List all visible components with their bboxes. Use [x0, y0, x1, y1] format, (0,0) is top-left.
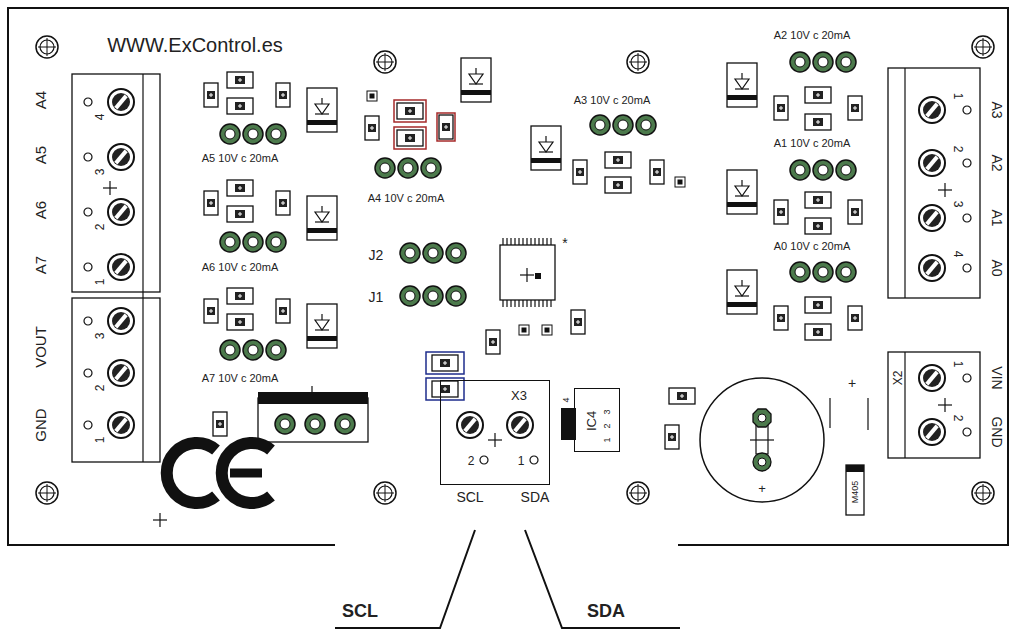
- callout-label: SCL: [342, 602, 378, 620]
- pin-number: 2: [952, 415, 964, 422]
- jumper-label: A5 10V c 20mA: [202, 153, 278, 164]
- terminal-label: A0: [990, 259, 1004, 276]
- jumper-label: A6 10V c 20mA: [202, 262, 278, 273]
- center-channel-a4: [365, 58, 491, 178]
- brand-url: WWW.ExControl.es: [107, 35, 283, 55]
- signal-label: SCL: [456, 490, 483, 504]
- terminal-label: A5: [33, 146, 48, 164]
- pin-number: 4: [952, 251, 964, 258]
- pin-number: 3: [603, 409, 612, 414]
- regulator-outline: IC4: [574, 388, 620, 452]
- capacitor: [700, 378, 868, 502]
- right-input-channels: [727, 52, 862, 340]
- pin-number: 1: [94, 437, 106, 444]
- pin-number: 2: [94, 224, 106, 231]
- pin-number: 1: [952, 93, 964, 100]
- pin-number: 2: [952, 146, 964, 153]
- pin-number: 3: [94, 333, 106, 340]
- ic-marker: *: [562, 236, 567, 250]
- polarity-mark: +: [848, 376, 856, 390]
- signal-label: SDA: [521, 490, 550, 504]
- terminal-label: A2: [990, 154, 1004, 171]
- terminal-label: A1: [990, 209, 1004, 226]
- center-channel-a3: [531, 115, 685, 193]
- terminal-label: VOUT: [33, 326, 48, 368]
- terminal-label: A6: [33, 201, 48, 219]
- jumper-label: A1 10V c 20mA: [774, 138, 850, 149]
- jumper-label: A3 10V c 20mA: [574, 95, 650, 106]
- pin-number: 2: [468, 455, 475, 467]
- terminal-connector: X3 2 1: [440, 380, 550, 485]
- output-transistor: [213, 386, 368, 442]
- header-label: X2: [892, 371, 904, 386]
- pin-number: 3: [94, 169, 106, 176]
- callout-label: SDA: [587, 602, 625, 620]
- pin-number: 4: [94, 114, 106, 121]
- component-label: IC4: [585, 411, 598, 431]
- terminal-label: VIN: [990, 366, 1004, 389]
- jumper-label: A0 10V c 20mA: [774, 241, 850, 252]
- board-outline: [8, 8, 1008, 545]
- terminal-label: A7: [33, 256, 48, 274]
- i2c-pullups: [426, 352, 464, 400]
- callout-leaders: [335, 530, 680, 628]
- jumpers: [400, 243, 466, 306]
- jumper-label: A7 10V c 20mA: [202, 373, 278, 384]
- protection-diode: [846, 465, 864, 515]
- left-input-channels: [204, 72, 337, 360]
- header-label: J2: [369, 248, 384, 262]
- part-number: M405: [851, 481, 860, 504]
- pin-number: 2: [94, 385, 106, 392]
- terminal-label: GND: [33, 408, 48, 441]
- jumper-label: A4 10V c 20mA: [368, 193, 444, 204]
- pin-number: 1: [94, 279, 106, 286]
- terminal-label: GND: [990, 416, 1004, 447]
- ce-mark: [153, 443, 271, 527]
- voltage-regulator: [561, 388, 695, 449]
- pin-number: 2: [603, 423, 612, 428]
- adc-chip: [486, 238, 585, 354]
- jumper-label: A2 10V c 20mA: [774, 30, 850, 41]
- pin-number: 1: [518, 455, 525, 467]
- polarity-mark: +: [758, 482, 766, 495]
- header-label: J1: [369, 290, 384, 304]
- pin-number: 3: [952, 201, 964, 208]
- left-terminal-block: [72, 74, 160, 462]
- terminal-label: A4: [33, 91, 48, 109]
- pin-number: 1: [952, 361, 964, 368]
- connector-label: X3: [511, 389, 527, 402]
- mounting-holes: [36, 36, 994, 504]
- pin-number: 1: [603, 437, 612, 442]
- right-terminal-block: [888, 68, 980, 458]
- pin-number: 4: [562, 397, 571, 402]
- terminal-label: A3: [990, 101, 1004, 118]
